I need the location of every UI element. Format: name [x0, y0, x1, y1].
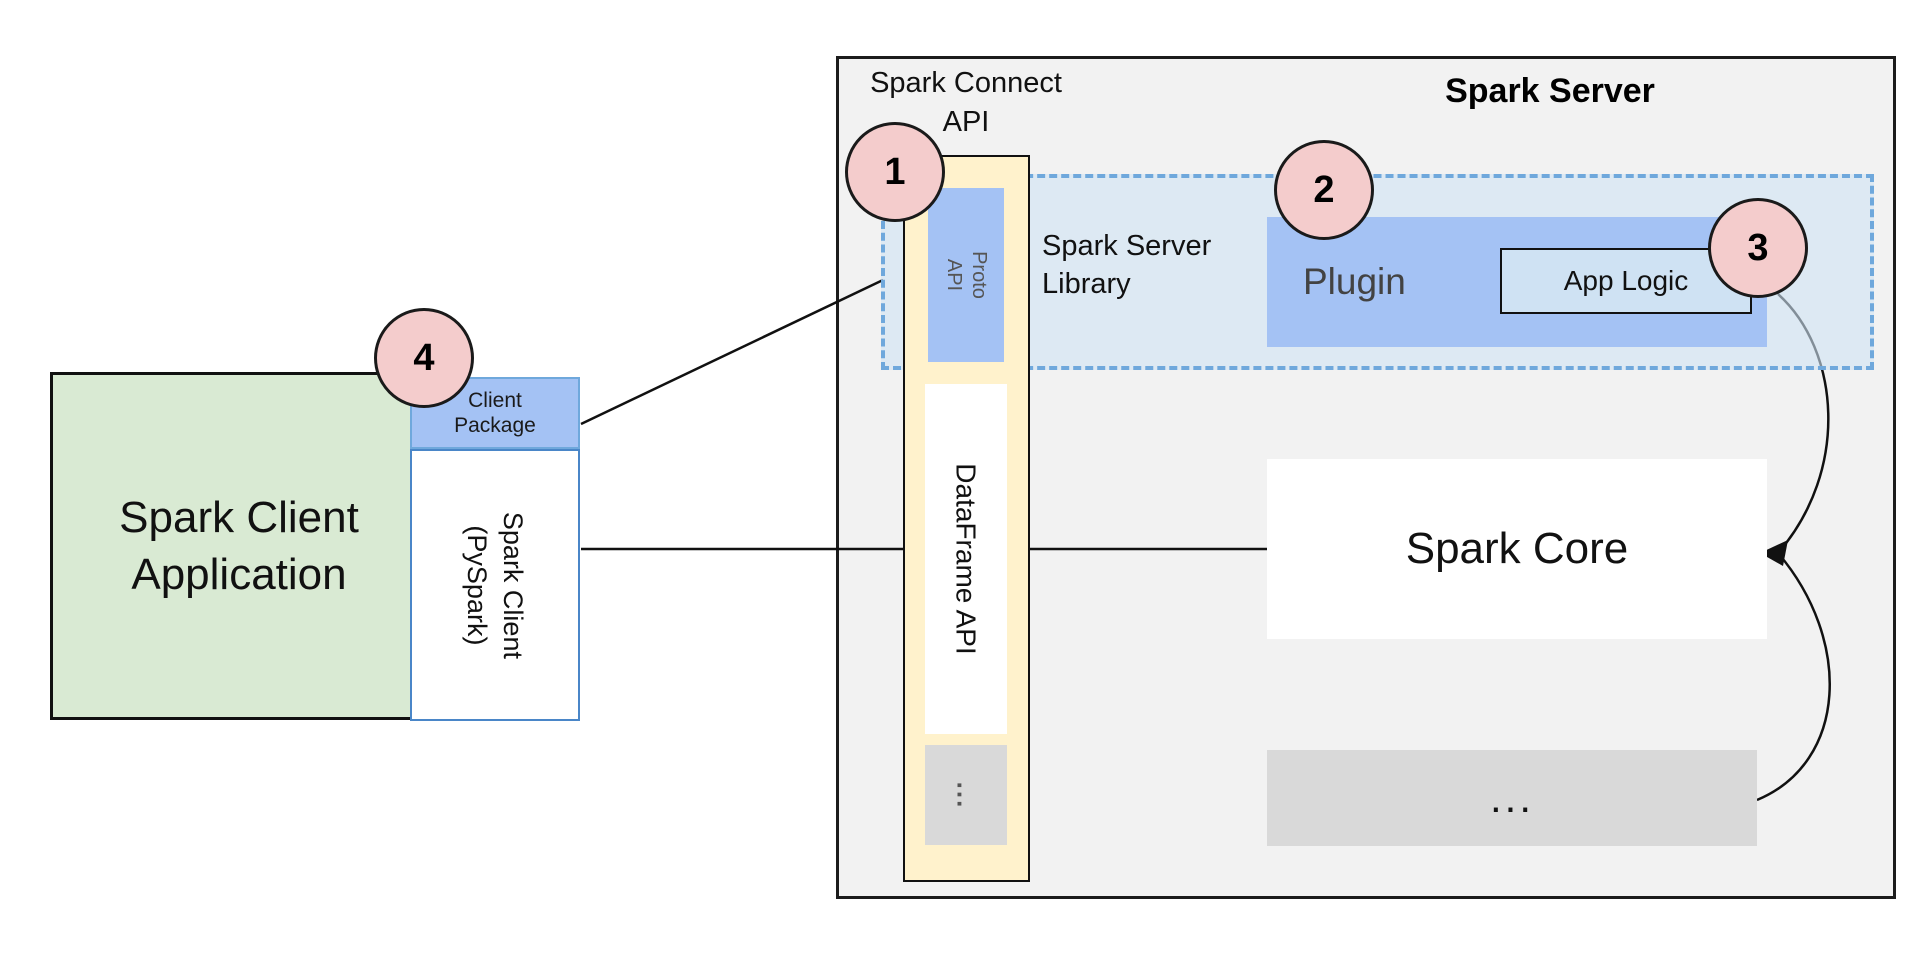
spark-client-application-line1: Spark Client [119, 492, 359, 542]
client-package-to-proto-line [580, 278, 884, 426]
spark-client-pyspark-box: Spark Client (PySpark) [410, 449, 580, 721]
badge-1-number: 1 [884, 150, 906, 193]
dataframe-api-label: DataFrame API [951, 463, 982, 655]
spark-server-library-line1: Spark Server [1042, 230, 1212, 262]
spark-server-library-label: Spark Server Library [1042, 228, 1282, 303]
badge-1: 1 [845, 122, 945, 222]
badge-4: 4 [374, 308, 474, 408]
server-ellipsis: ... [1489, 774, 1534, 821]
spark-connect-api-line1: Spark Connect [870, 67, 1062, 99]
badge-2: 2 [1274, 140, 1374, 240]
spark-core-box: Spark Core [1267, 459, 1767, 639]
spark-client-application-line2: Application [131, 550, 347, 599]
proto-api-line2: API [943, 258, 965, 292]
spark-connect-api-label: Spark Connect API [836, 64, 1096, 142]
badge-3: 3 [1708, 198, 1808, 298]
client-package-line2: Package [454, 414, 536, 437]
arrowhead-into-spark-core [1760, 540, 1788, 566]
badge-2-number: 2 [1313, 168, 1335, 211]
app-logic-label: App Logic [1563, 265, 1689, 296]
dots-to-core-curve [1756, 552, 1831, 802]
spark-core-label: Spark Core [1405, 524, 1629, 573]
spark-client-pyspark-label: Spark Client (PySpark) [459, 511, 532, 658]
spark-client-application-box: Spark Client Application [50, 372, 428, 720]
client-package-line1: Client [468, 388, 522, 412]
spark-connect-api-line2: API [942, 106, 990, 139]
spark-client-pyspark-line2: (PySpark) [461, 524, 492, 646]
spark-server-title: Spark Server [1445, 72, 1655, 110]
spark-server-library-line2: Library [1042, 267, 1131, 300]
plugin-label: Plugin [1303, 261, 1406, 302]
badge-4-number: 4 [413, 336, 435, 379]
proto-api-box: Proto API [928, 188, 1004, 362]
dataframe-api-box: DataFrame API [925, 384, 1007, 734]
proto-api-label: Proto API [941, 251, 991, 299]
server-ellipsis-box: ... [1267, 750, 1757, 846]
proto-api-line1: Proto [968, 251, 990, 299]
badge-3-number: 3 [1747, 226, 1769, 269]
app-logic-box: App Logic [1500, 248, 1752, 314]
api-column-ellipsis: ... [951, 781, 982, 809]
api-column-ellipsis-box: ... [925, 745, 1007, 845]
spark-client-pyspark-line1: Spark Client [498, 511, 529, 659]
